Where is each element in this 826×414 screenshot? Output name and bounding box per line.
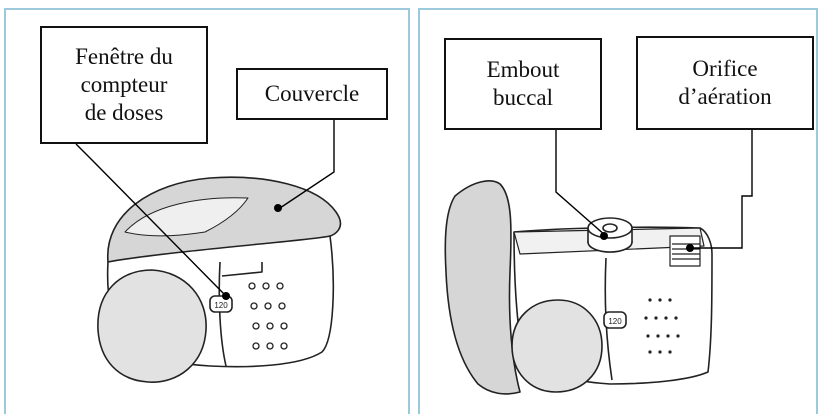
grip-dots: [248, 282, 288, 350]
mouthpiece-leader: [555, 130, 607, 237]
dose-counter-window-label: Fenêtre du compteur de doses: [40, 26, 208, 144]
air-vent-leader: [690, 128, 753, 249]
dose-counter-window: [209, 295, 233, 313]
left-counter-text: 120: [214, 301, 228, 310]
right-counter-text: 120: [608, 317, 622, 326]
open-side-wheel: [511, 299, 603, 393]
open-dose-counter-window: [603, 311, 627, 329]
air-vent-marker: [686, 244, 694, 252]
dose-window-leader: [75, 143, 227, 297]
open-cover-shape: [444, 180, 521, 395]
dose-window-marker: [222, 292, 230, 300]
mouthpiece-marker: [600, 232, 608, 240]
open-inhaler-illustration: [444, 180, 713, 395]
air-vent-label: Orifice d’aération: [636, 36, 814, 130]
open-grip-dots: [644, 298, 680, 354]
air-vent-shape: [669, 235, 701, 267]
mouthpiece-label: Embout buccal: [444, 38, 602, 130]
cover-leader: [279, 118, 335, 209]
side-wheel: [97, 269, 207, 383]
closed-inhaler-illustration: [97, 176, 342, 383]
cover-label: Couvercle: [236, 68, 388, 120]
cover-marker: [274, 204, 282, 212]
